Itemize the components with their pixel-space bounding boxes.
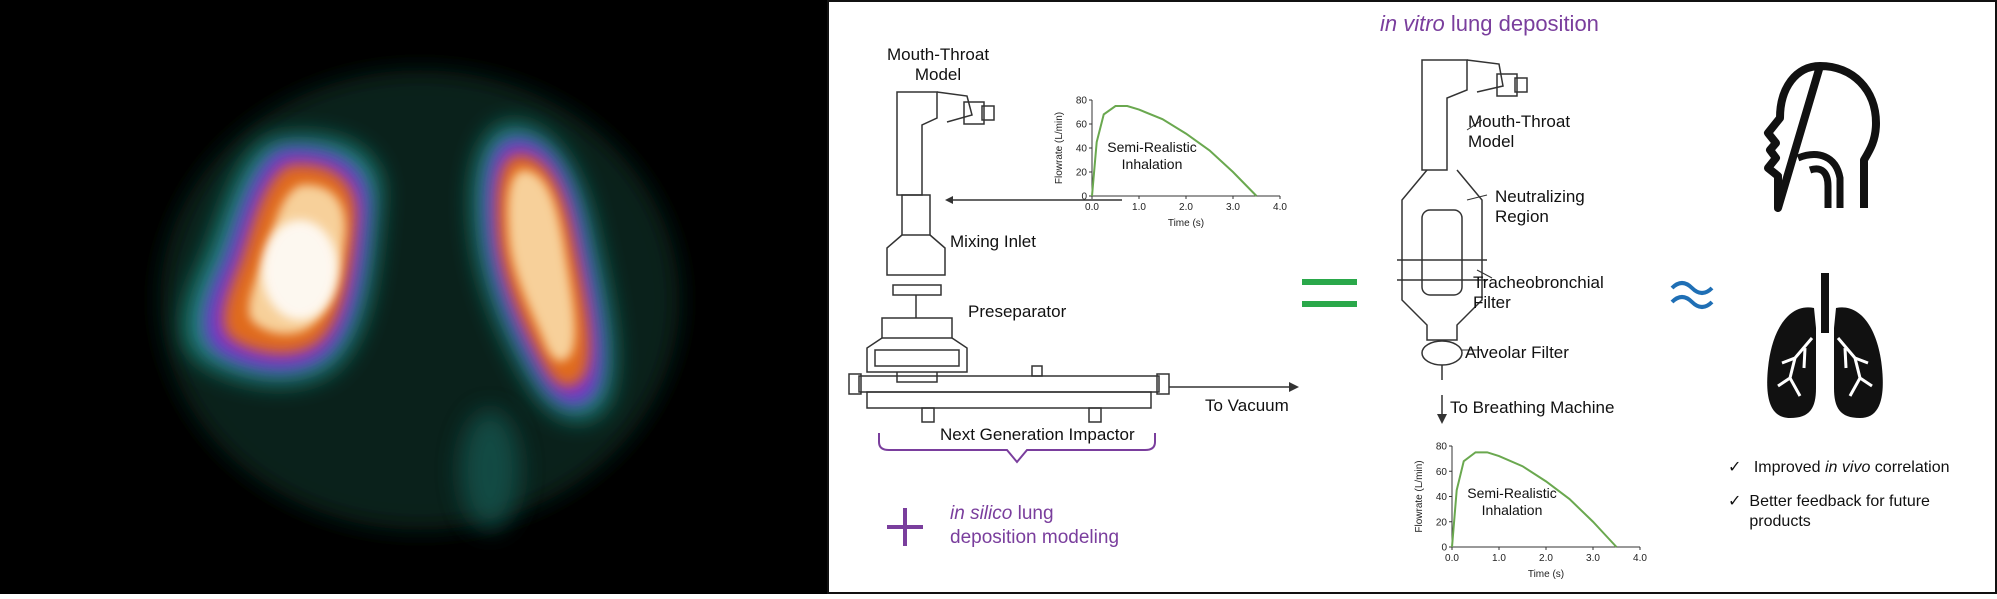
tracheobronchial-filter-label: Tracheobronchial Filter: [1473, 273, 1604, 312]
in-silico-rest: lung: [1012, 503, 1054, 524]
apparatus-line-art: [848, 59, 1714, 546]
neutralizing-region-label: Neutralizing Region: [1495, 187, 1585, 226]
chart2-annotation: Inhalation: [1482, 502, 1543, 518]
in-silico-italic: in silico: [950, 503, 1013, 524]
lungs-icon: [1767, 273, 1883, 418]
chart2-x-tick-label: 4.0: [1633, 553, 1647, 564]
chart1-x-tick-label: 2.0: [1179, 202, 1193, 213]
chart1-annotation: Semi-Realistic: [1107, 139, 1196, 155]
chart1-x-tick-label: 3.0: [1226, 202, 1240, 213]
chart1-y-tick-label: 0: [1081, 192, 1087, 203]
chart2-y-tick-label: 60: [1436, 467, 1448, 478]
chart2-x-tick-label: 3.0: [1586, 553, 1600, 564]
chart1-x-tick-label: 1.0: [1132, 202, 1146, 213]
in-vitro-rest: lung deposition: [1444, 11, 1599, 36]
benefit-1-after: correlation: [1870, 459, 1950, 476]
chart1-series-line: [1091, 105, 1258, 197]
impactor-bracket: [878, 433, 1156, 464]
chart2-y-tick-label: 40: [1436, 492, 1448, 503]
chart1-y-axis-label: Flowrate (L/min): [1054, 112, 1065, 184]
mouth-throat-model-label-1: Mouth-Throat Model: [887, 45, 990, 84]
chart2-y-tick-label: 20: [1436, 517, 1448, 528]
to-vacuum-label: To Vacuum: [1205, 396, 1289, 415]
benefit-item-1: ✓ Improved in vivo correlation: [1728, 458, 1968, 478]
chart2-annotation: Semi-Realistic: [1467, 485, 1556, 501]
in-vitro-title: in vitro lung deposition: [1380, 11, 1599, 36]
lung-scintigraphy-image: [0, 0, 827, 594]
inhaler-testing-diagram: [827, 0, 1997, 594]
chart2-x-tick-label: 1.0: [1492, 553, 1506, 564]
chart1-y-tick-label: 60: [1076, 120, 1088, 131]
mixing-inlet-label: Mixing Inlet: [950, 232, 1036, 251]
chart1-x-tick-label: 4.0: [1273, 202, 1287, 213]
benefit-2-text: Better feedback for future products: [1749, 493, 1930, 530]
chart2-y-tick-label: 80: [1436, 442, 1448, 453]
chart2-series-line: [1451, 451, 1618, 548]
benefit-1-italic: in vivo: [1825, 459, 1871, 476]
chart2-x-tick-label: 2.0: [1539, 553, 1553, 564]
in-silico-label: in silico lung deposition modeling: [950, 502, 1119, 550]
chart1-x-axis-label: Time (s): [1168, 218, 1204, 229]
alveolar-filter-label: Alveolar Filter: [1465, 343, 1569, 362]
head-profile-icon: [1764, 62, 1880, 212]
chart2-x-axis-label: Time (s): [1528, 569, 1564, 580]
preseparator-label: Preseparator: [968, 302, 1067, 321]
chart1-x-tick-label: 0.0: [1085, 202, 1099, 213]
benefit-item-2: ✓ Better feedback for future products: [1728, 492, 1968, 532]
benefit-1-before: Improved: [1753, 459, 1825, 476]
chart1-y-tick-label: 80: [1076, 96, 1088, 107]
in-vitro-italic: in vitro: [1380, 11, 1445, 36]
chart2-x-tick-label: 0.0: [1445, 553, 1459, 564]
in-silico-line2: deposition modeling: [950, 527, 1120, 548]
chart1-annotation: Inhalation: [1122, 156, 1183, 172]
chart1-y-tick-label: 40: [1076, 144, 1088, 155]
lung-scan-graphic: [160, 70, 680, 530]
to-breathing-machine-label: To Breathing Machine: [1450, 398, 1615, 417]
check-icon: ✓: [1728, 459, 1742, 476]
chart1-y-tick-label: 20: [1076, 168, 1088, 179]
mouth-throat-model-label-2: Mouth-Throat Model: [1468, 112, 1571, 151]
next-generation-impactor-label: Next Generation Impactor: [940, 425, 1135, 444]
chart2-y-tick-label: 0: [1441, 543, 1447, 554]
check-icon: ✓: [1728, 493, 1742, 510]
chart2-y-axis-label: Flowrate (L/min): [1414, 460, 1425, 532]
